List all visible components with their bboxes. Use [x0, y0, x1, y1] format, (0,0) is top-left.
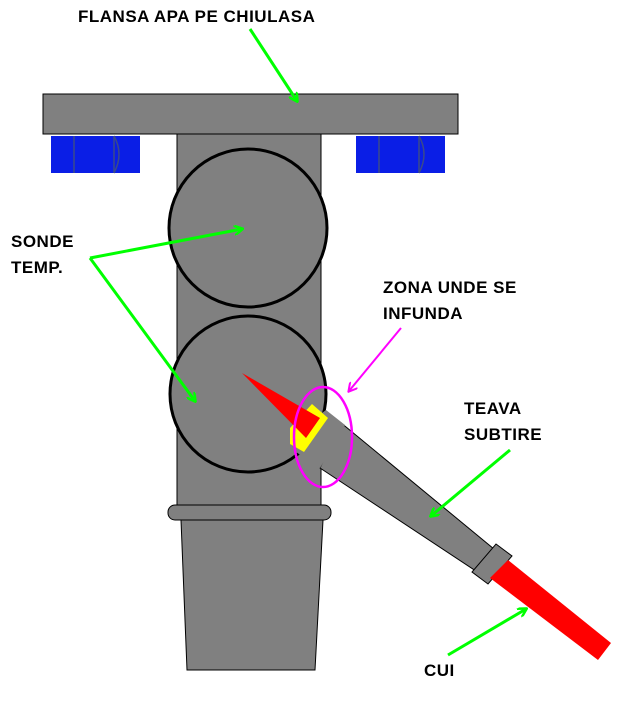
arrow-probe-lower — [88, 257, 195, 401]
nail-tip — [242, 373, 320, 438]
nut-right — [356, 135, 445, 174]
label-flange: FLANSA APA PE CHIULASA — [78, 7, 316, 26]
arrow-clog-zone — [349, 327, 402, 391]
label-tube-line1: TEAVA — [464, 399, 522, 418]
label-tube-line2: SUBTIRE — [464, 425, 543, 444]
arrow-probe-upper — [89, 229, 242, 260]
lower-sleeve — [180, 519, 324, 671]
arrow-nail — [447, 609, 526, 657]
label-zone-line1: ZONA UNDE SE — [383, 278, 517, 297]
tube-collar — [471, 543, 513, 585]
label-zone-line2: INFUNDA — [383, 304, 463, 323]
nut-left — [51, 135, 140, 174]
arrow-tube — [431, 448, 511, 516]
label-probes-line1: SONDE — [11, 232, 74, 251]
thread-ring — [167, 504, 332, 521]
label-probes-line2: TEMP. — [11, 258, 64, 277]
arrow-flange — [248, 28, 297, 101]
temp-probe-lower — [168, 314, 328, 474]
temp-probe-upper — [167, 147, 329, 309]
flange-plate — [42, 93, 459, 135]
clog-zone-ellipse — [292, 385, 354, 489]
nail-rod — [490, 560, 611, 660]
label-nail: CUI — [424, 661, 455, 680]
